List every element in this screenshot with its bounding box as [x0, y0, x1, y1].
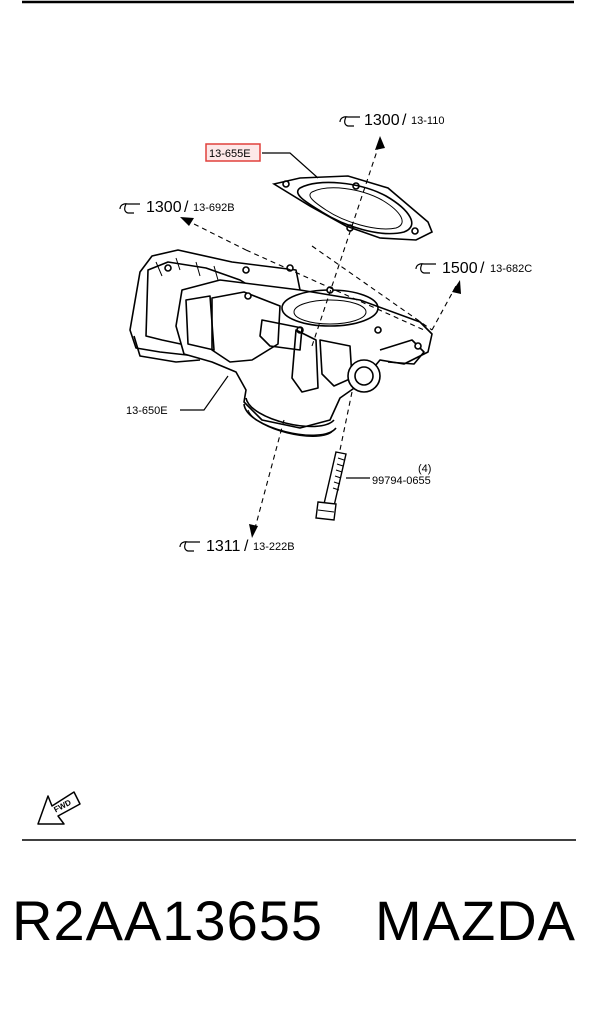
- label-bolt-qty: (4): [418, 463, 431, 475]
- arrow-down-icon: [249, 524, 258, 538]
- ref-left[interactable]: 1300: [146, 199, 182, 216]
- ref-top-right[interactable]: 1300: [364, 112, 400, 129]
- pointing-hand-icon: [339, 116, 360, 127]
- fwd-arrow-icon: FWD: [37, 791, 81, 825]
- ref-left-slash: /: [184, 199, 189, 216]
- pointing-hand-icon: [119, 203, 140, 214]
- part-number: R2AA13655: [12, 889, 324, 952]
- label-gasket[interactable]: 13-655E: [209, 148, 251, 160]
- footer-title: R2AA13655 MAZDA: [12, 888, 592, 953]
- highlight-box: [205, 143, 261, 162]
- label-throttle-body[interactable]: 13-650E: [126, 405, 168, 417]
- arrow-up-right-icon: [375, 136, 385, 150]
- arrow-up-left-icon: [180, 217, 194, 226]
- ref-bottom-slash: /: [244, 538, 249, 555]
- ref-bottom[interactable]: 1311: [206, 538, 241, 555]
- dashed-reference-lines: [185, 141, 457, 533]
- ref-top-right-sub[interactable]: 13-110: [411, 115, 444, 127]
- label-bolt[interactable]: 99794-0655: [372, 475, 431, 487]
- leader-lines: [180, 152, 370, 479]
- bolt-part[interactable]: [315, 451, 347, 521]
- ref-right[interactable]: 1500: [442, 260, 478, 277]
- ref-top-right-slash: /: [402, 112, 407, 129]
- pointer-icons: [119, 116, 436, 552]
- pointing-hand-icon: [179, 541, 200, 552]
- ref-left-sub[interactable]: 13-692B: [193, 202, 235, 214]
- arrow-up-right2-icon: [452, 280, 461, 294]
- arrowheads: [180, 136, 461, 538]
- pointing-hand-icon: [415, 263, 436, 274]
- ref-right-sub[interactable]: 13-682C: [490, 263, 532, 275]
- ref-right-slash: /: [480, 260, 485, 277]
- brand-name: MAZDA: [375, 889, 577, 952]
- ref-bottom-sub[interactable]: 13-222B: [253, 541, 295, 553]
- throttle-body-part[interactable]: [129, 249, 433, 437]
- gasket-part[interactable]: [271, 175, 434, 241]
